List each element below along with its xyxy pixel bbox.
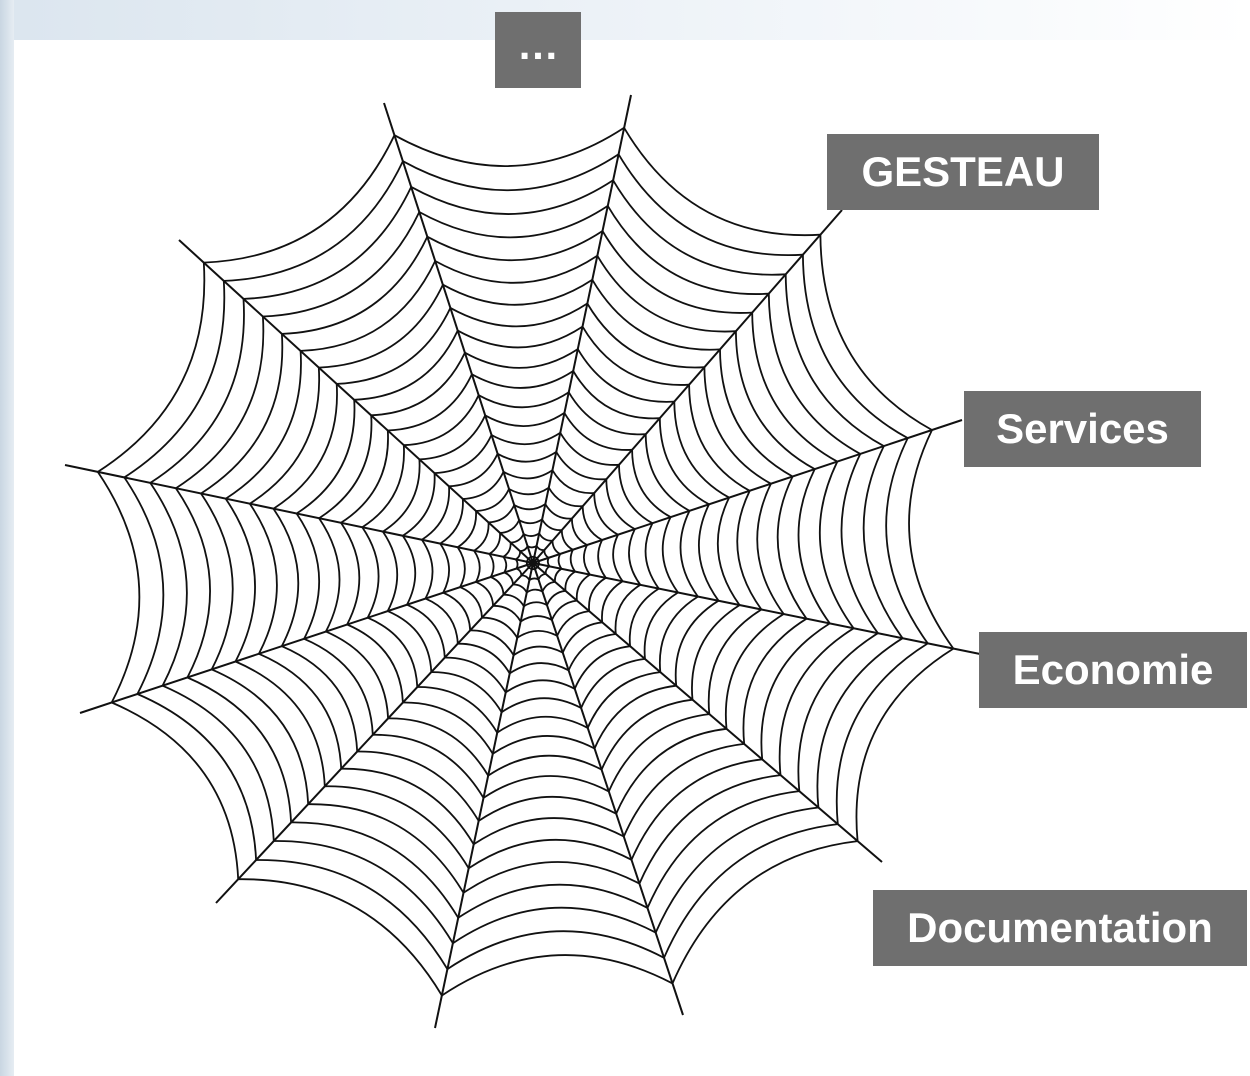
web-ring bbox=[249, 279, 808, 846]
web-spoke bbox=[434, 562, 534, 1029]
web-ring bbox=[382, 412, 679, 713]
web-ring bbox=[502, 532, 563, 594]
label-services[interactable]: Services bbox=[964, 391, 1201, 467]
web-ring bbox=[515, 545, 551, 581]
web-ring bbox=[272, 302, 785, 822]
background-top-band bbox=[0, 0, 1250, 40]
web-spoke bbox=[532, 562, 883, 863]
web-spoke bbox=[532, 419, 963, 564]
web-ring bbox=[318, 348, 741, 777]
web-rings bbox=[97, 127, 955, 997]
web-ring bbox=[123, 153, 929, 970]
web-spoke bbox=[532, 562, 986, 656]
web-ring bbox=[402, 432, 660, 694]
web-ring bbox=[224, 254, 831, 870]
web-center bbox=[529, 559, 537, 567]
web-ring bbox=[473, 503, 591, 623]
web-spokes bbox=[64, 94, 986, 1029]
web-ring bbox=[361, 391, 699, 734]
web-spoke bbox=[532, 94, 632, 564]
web-ring bbox=[439, 469, 624, 656]
web-spoke bbox=[532, 209, 843, 564]
web-ring bbox=[488, 518, 576, 608]
web-spoke bbox=[79, 562, 534, 714]
web-ring bbox=[200, 230, 855, 894]
web-ring bbox=[525, 555, 541, 571]
web-spoke bbox=[532, 562, 684, 1016]
label-economie[interactable]: Economie bbox=[979, 632, 1247, 708]
web-ring bbox=[175, 205, 879, 919]
web-ring bbox=[340, 370, 720, 755]
background-left-edge bbox=[0, 0, 14, 1076]
web-spoke bbox=[64, 464, 534, 564]
web-ring bbox=[149, 179, 904, 944]
web-spoke bbox=[383, 102, 534, 564]
label-documentation[interactable]: Documentation bbox=[873, 890, 1247, 966]
label-gesteau[interactable]: GESTEAU bbox=[827, 134, 1099, 210]
label-more[interactable]: … bbox=[495, 12, 581, 88]
web-ring bbox=[421, 451, 642, 675]
web-spoke bbox=[178, 239, 534, 564]
web-ring bbox=[97, 127, 955, 997]
web-ring bbox=[295, 325, 763, 799]
web-ring bbox=[456, 486, 607, 639]
web-spoke bbox=[215, 562, 534, 904]
